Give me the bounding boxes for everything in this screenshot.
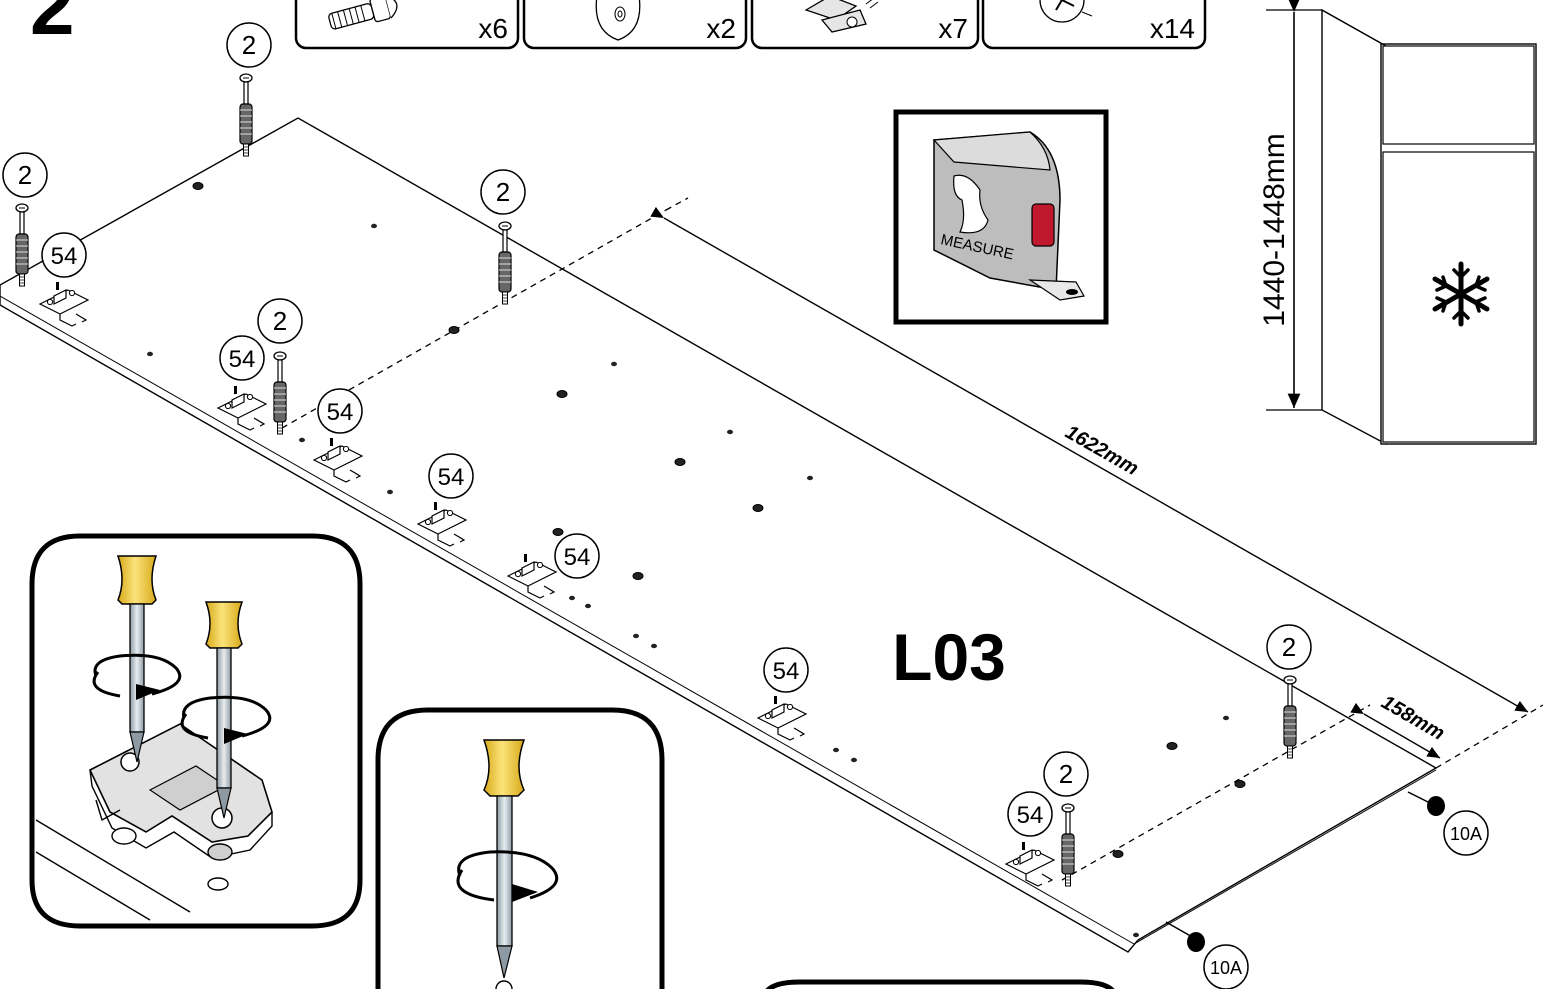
callouts-plate: 54 54 54 54 54 54 54 xyxy=(41,232,1053,837)
callout-dowel: 2 xyxy=(1282,632,1296,662)
panel-label: L03 xyxy=(892,620,1006,694)
callout-plate: 54 xyxy=(773,658,800,685)
screwdriver-icon xyxy=(204,601,244,819)
dowel-screw-icon xyxy=(328,0,398,30)
callout-plate: 54 xyxy=(229,346,256,373)
hinge-plate-icon xyxy=(804,0,879,33)
feet: 10A 10A xyxy=(1165,791,1489,989)
callout-plate: 54 xyxy=(327,399,354,426)
callout-foot: 10A xyxy=(1450,824,1482,844)
tape-measure-panel: MEASURE xyxy=(893,109,1109,325)
cam-lock-icon xyxy=(595,0,641,41)
part-qty-3: x7 xyxy=(938,13,968,44)
screwdriver-icon xyxy=(482,739,526,989)
part-qty-1: x6 xyxy=(478,13,508,44)
callout-dowel: 2 xyxy=(273,306,287,336)
callout-plate: 54 xyxy=(1017,802,1044,829)
tape-measure-icon: MEASURE xyxy=(932,131,1085,301)
inset-hinge-screwing xyxy=(29,533,363,929)
callout-plate: 54 xyxy=(564,544,591,571)
part-qty-4: x14 xyxy=(1150,13,1195,44)
part-qty-2: x2 xyxy=(706,13,736,44)
length-label: 1622mm xyxy=(1062,421,1142,480)
snowflake-icon xyxy=(1432,261,1490,327)
inset-screwdriver xyxy=(375,707,665,989)
callout-plate: 54 xyxy=(51,243,78,270)
inset-partial xyxy=(765,979,1115,989)
callout-plate: 54 xyxy=(438,464,465,491)
height-label: 1440-1448mm xyxy=(1258,133,1291,326)
callout-dowel: 2 xyxy=(18,160,32,190)
width-label: 158mm xyxy=(1378,691,1449,745)
cabinet-diagram: 1440-1448mm xyxy=(1258,0,1537,446)
part-box-4 xyxy=(981,0,1207,50)
callout-dowel: 2 xyxy=(1059,759,1073,789)
screw-icon xyxy=(1039,0,1093,23)
callout-dowel: 2 xyxy=(496,177,510,207)
callout-foot: 10A xyxy=(1210,958,1242,978)
step-number: 2 xyxy=(30,0,75,51)
screwdriver-icon xyxy=(116,555,158,763)
callout-dowel: 2 xyxy=(242,30,256,60)
parts-strip: x6 x2 x7 x14 xyxy=(294,0,1207,50)
